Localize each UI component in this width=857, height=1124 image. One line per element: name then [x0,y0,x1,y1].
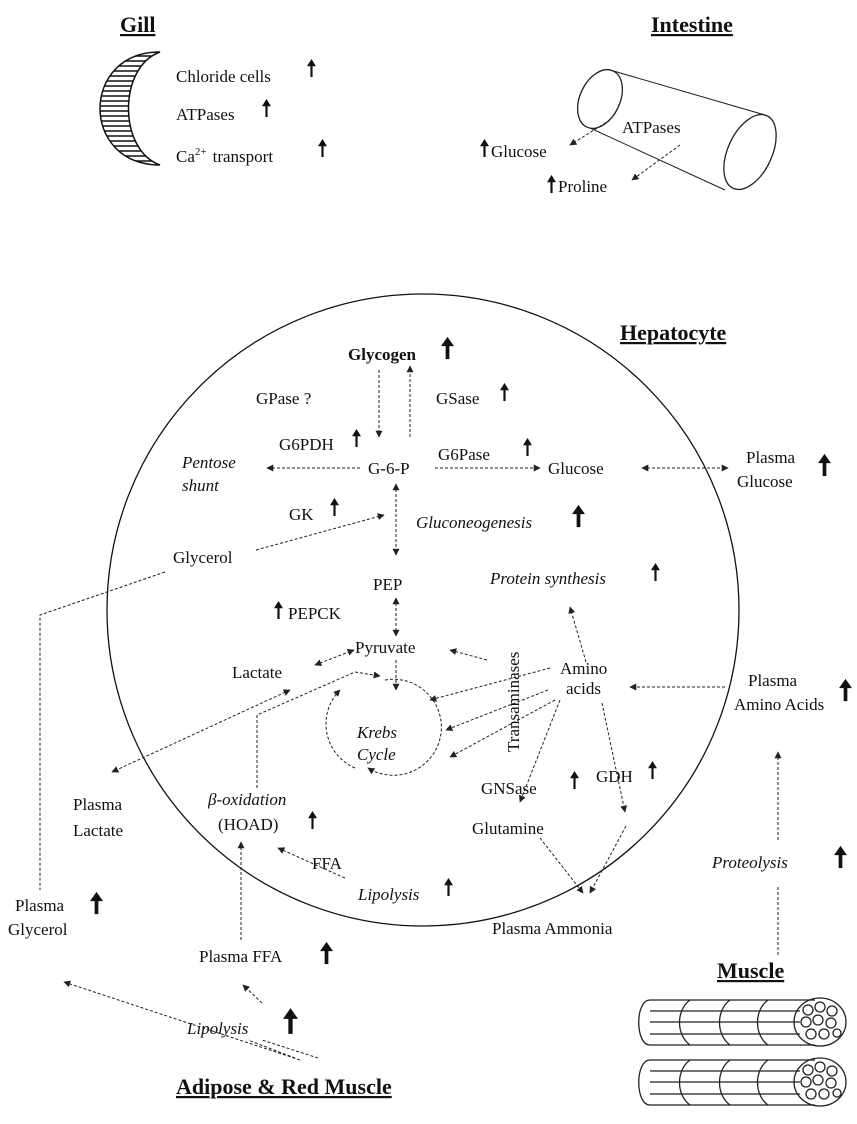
intestine-cylinder-icon [576,69,777,191]
up-arrow-icon [572,504,585,528]
hep-beta-oxidation: β-oxidation [207,790,286,809]
hep-pyruvate: Pyruvate [355,638,415,657]
up-arrow-icon [651,563,660,581]
plasma-glucose-line1: Plasma [746,448,796,467]
hep-g6pdh: G6PDH [279,435,334,454]
hep-glycogen: Glycogen [348,345,417,364]
gill-crescent-icon [99,51,161,166]
hep-lactate: Lactate [232,663,282,682]
up-arrow-icon [570,771,579,789]
plasma-lactate-line2: Lactate [73,821,123,840]
plasma-aa-line2: Amino Acids [734,695,824,714]
up-arrow-icon [500,383,509,401]
intestine-atpases: ATPases [622,118,681,137]
up-arrow-icon [318,139,327,157]
plasma-ammonia: Plasma Ammonia [492,919,613,938]
hep-pepck: PEPCK [288,604,342,623]
up-arrow-icon [283,1008,298,1034]
up-arrow-icon [90,891,103,915]
hep-krebs-line1: Krebs [356,723,397,742]
gill-header: Gill [120,12,155,37]
gill-chloride-cells: Chloride cells [176,67,271,86]
hep-lipolysis: Lipolysis [357,885,420,904]
up-arrow-icon [523,438,532,456]
plasma-ffa: Plasma FFA [199,947,283,966]
hep-amino-line2: acids [566,679,601,698]
intestine-proline: Proline [558,177,607,196]
hep-gluconeogenesis: Gluconeogenesis [416,513,533,532]
hep-pep: PEP [373,575,402,594]
up-arrow-icon [441,336,454,360]
adipose-lipolysis: Lipolysis [186,1019,249,1038]
hep-glycerol: Glycerol [173,548,233,567]
intestine-header: Intestine [651,12,733,37]
up-arrow-icon [330,498,339,516]
up-arrow-icon [320,941,333,965]
up-arrow-icon [648,761,657,779]
hep-g6pase: G6Pase [438,445,490,464]
hep-pentose-line1: Pentose [181,453,236,472]
hep-gpase: GPase ? [256,389,311,408]
muscle-bundle-icon [638,997,847,1107]
gill-ca-transport: Ca2+transport [176,146,273,166]
up-arrow-icon [262,99,271,117]
plasma-glycerol-line2: Glycerol [8,920,68,939]
adipose-header: Adipose & Red Muscle [176,1074,392,1099]
hep-gdh: GDH [596,767,633,786]
hep-glutamine: Glutamine [472,819,544,838]
up-arrow-icon [839,678,852,702]
hep-gk: GK [289,505,314,524]
hepatocyte-cell-outline [106,293,740,927]
hep-gsase: GSase [436,389,479,408]
up-arrow-icon [274,601,283,619]
up-arrow-icon [352,429,361,447]
krebs-cycle-loop [325,678,442,776]
hep-protein-synthesis: Protein synthesis [489,569,606,588]
hep-glucose: Glucose [548,459,604,478]
hep-gnsase: GNSase [481,779,537,798]
up-arrow-icon [818,453,831,477]
up-arrow-icon [307,59,316,77]
plasma-aa-line1: Plasma [748,671,798,690]
muscle-header: Muscle [717,958,784,983]
plasma-glucose-line2: Glucose [737,472,793,491]
hep-ffa: FFA [312,854,343,873]
up-arrow-icon [547,175,556,193]
gill-atpases: ATPases [176,105,235,124]
intestine-glucose: Glucose [491,142,547,161]
plasma-glycerol-line1: Plasma [15,896,65,915]
hep-krebs-line2: Cycle [357,745,396,764]
up-arrow-icon [834,845,847,869]
hep-g6p: G-6-P [368,459,410,478]
up-arrow-icon [444,878,453,896]
hep-amino-line1: Amino [560,659,607,678]
outside-proteolysis: Proteolysis [711,853,788,872]
hep-hoad: (HOAD) [218,815,278,834]
hep-transaminases: Transaminases [504,652,523,752]
up-arrow-icon [480,139,489,157]
up-arrow-icon [308,811,317,829]
plasma-lactate-line1: Plasma [73,795,123,814]
hep-pentose-line2: shunt [182,476,220,495]
hepatocyte-header: Hepatocyte [620,320,727,345]
